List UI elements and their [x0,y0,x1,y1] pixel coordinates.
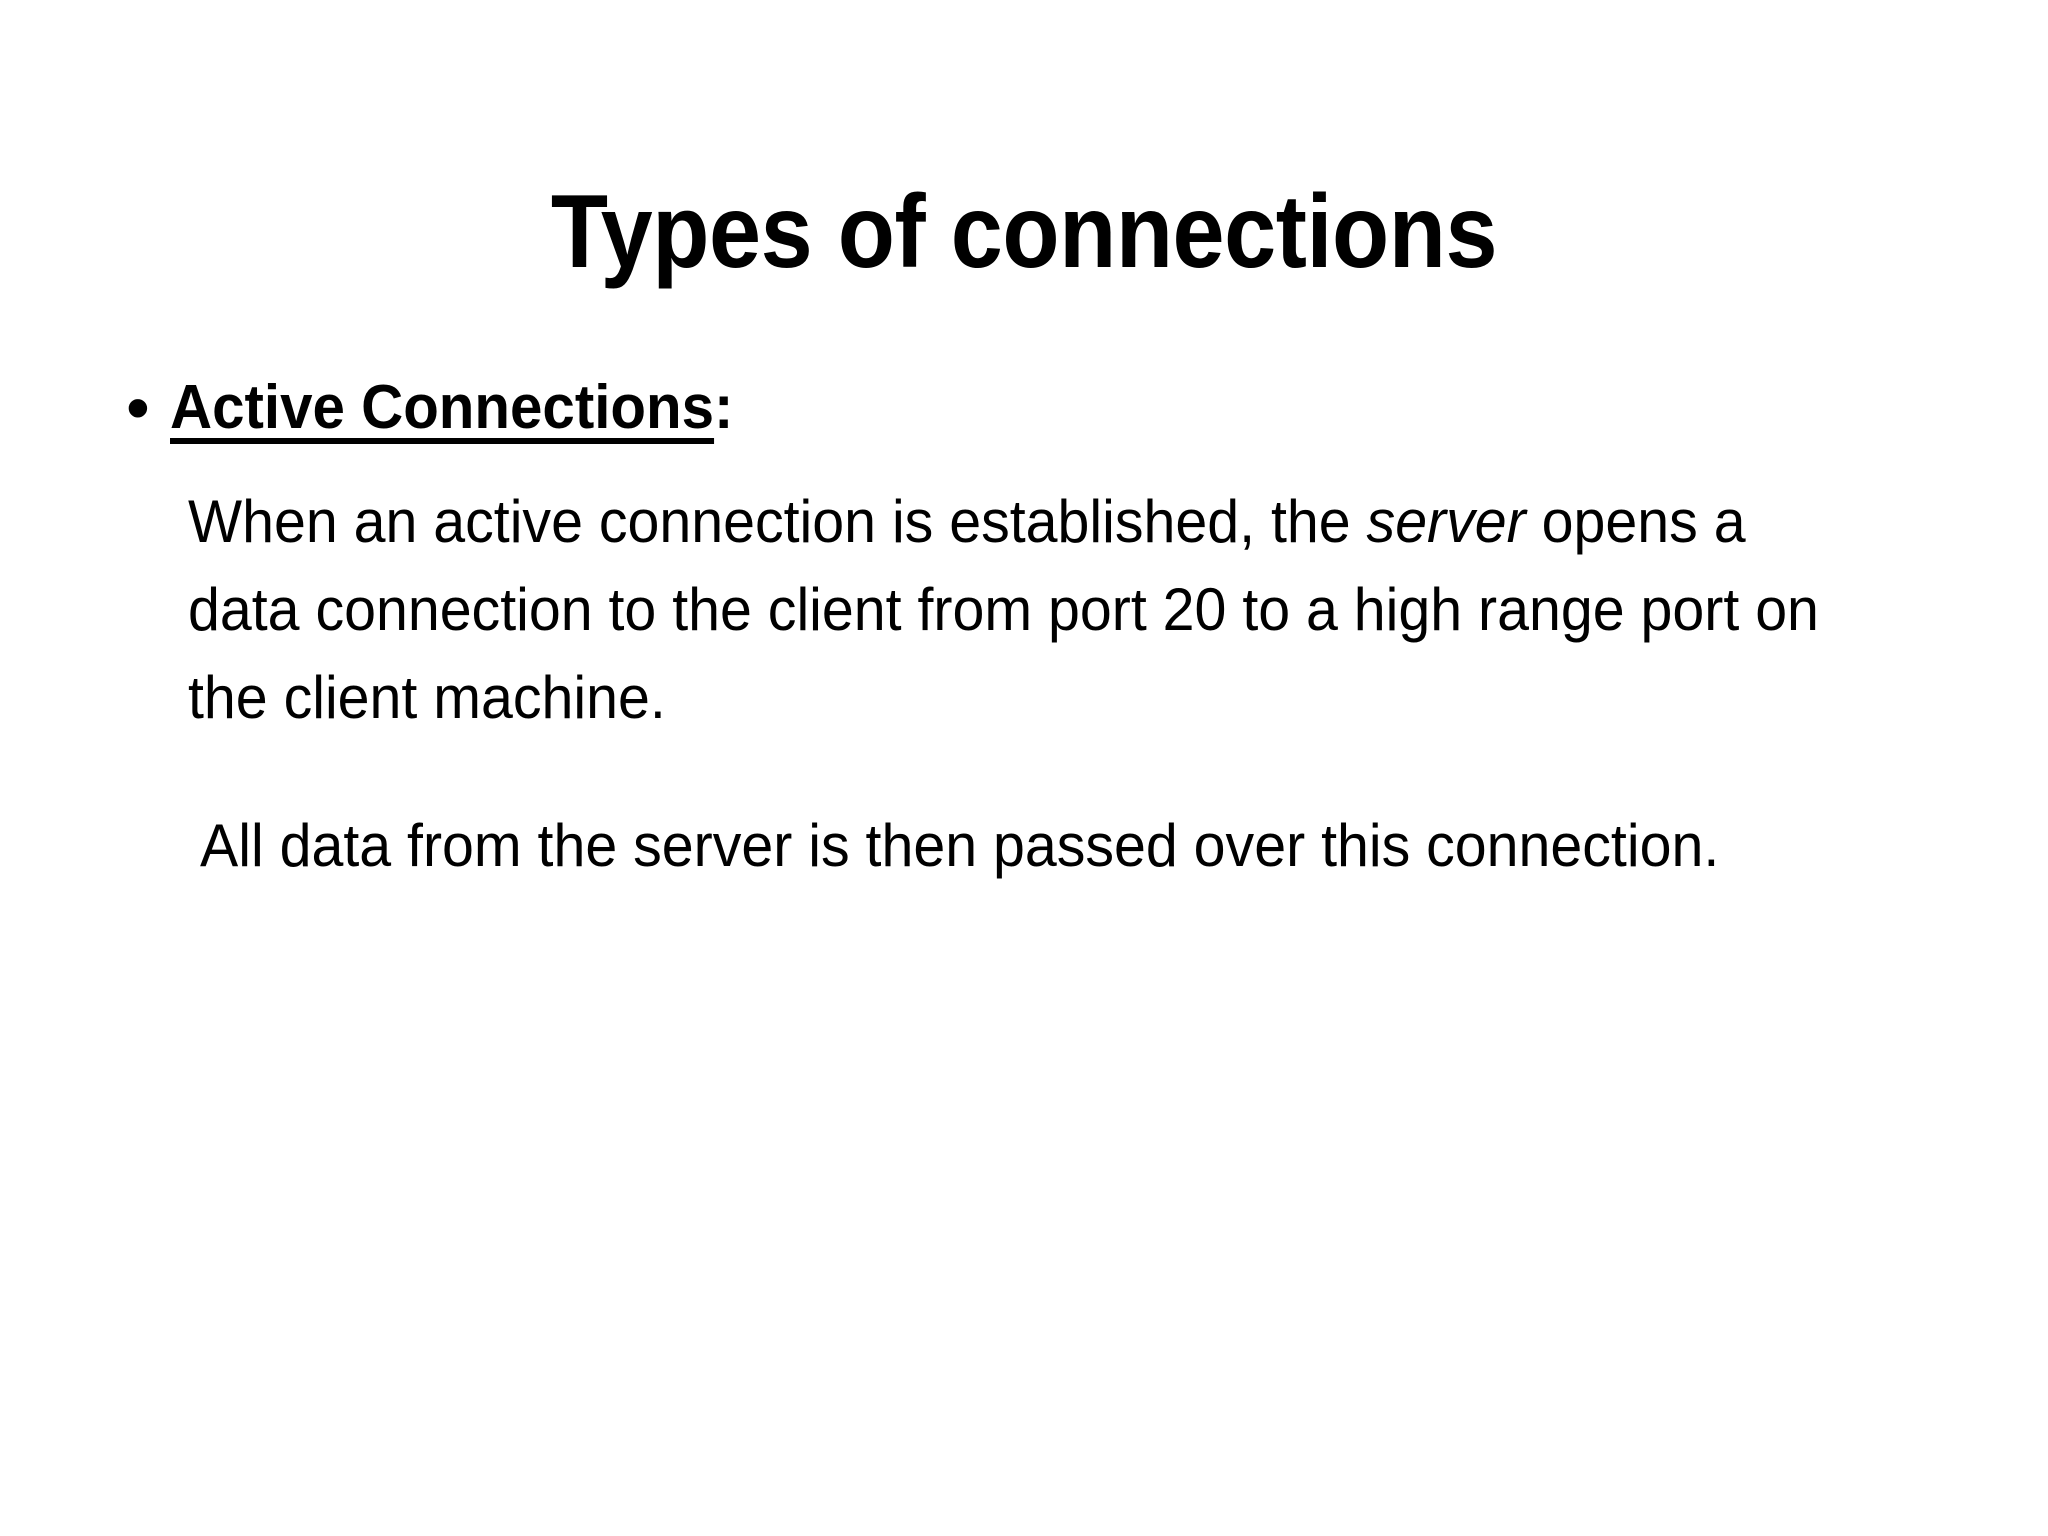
bullet-heading-underlined-text: Active Connections [170,373,715,442]
paragraph-segment-text-2: opens a data connection to the client fr… [188,488,1819,731]
paragraph-segment-text: When an active connection is established… [188,488,1367,555]
paragraph-segment-text-3: All data from the server is then passed … [200,812,1720,879]
slide-body: • Active Connections: When an active con… [108,372,1948,950]
bullet-heading-colon: : [714,373,734,442]
paragraph-active-connection: When an active connection is established… [188,478,1869,742]
bullet-list-item: • Active Connections: [108,372,1948,444]
paragraph-segment-italic-server: server [1366,488,1526,555]
bullet-heading: Active Connections: [170,372,733,444]
slide-title: Types of connections [550,173,1498,290]
paragraph-data-passed: All data from the server is then passed … [200,802,1881,890]
bullet-point-icon: • [126,370,150,446]
